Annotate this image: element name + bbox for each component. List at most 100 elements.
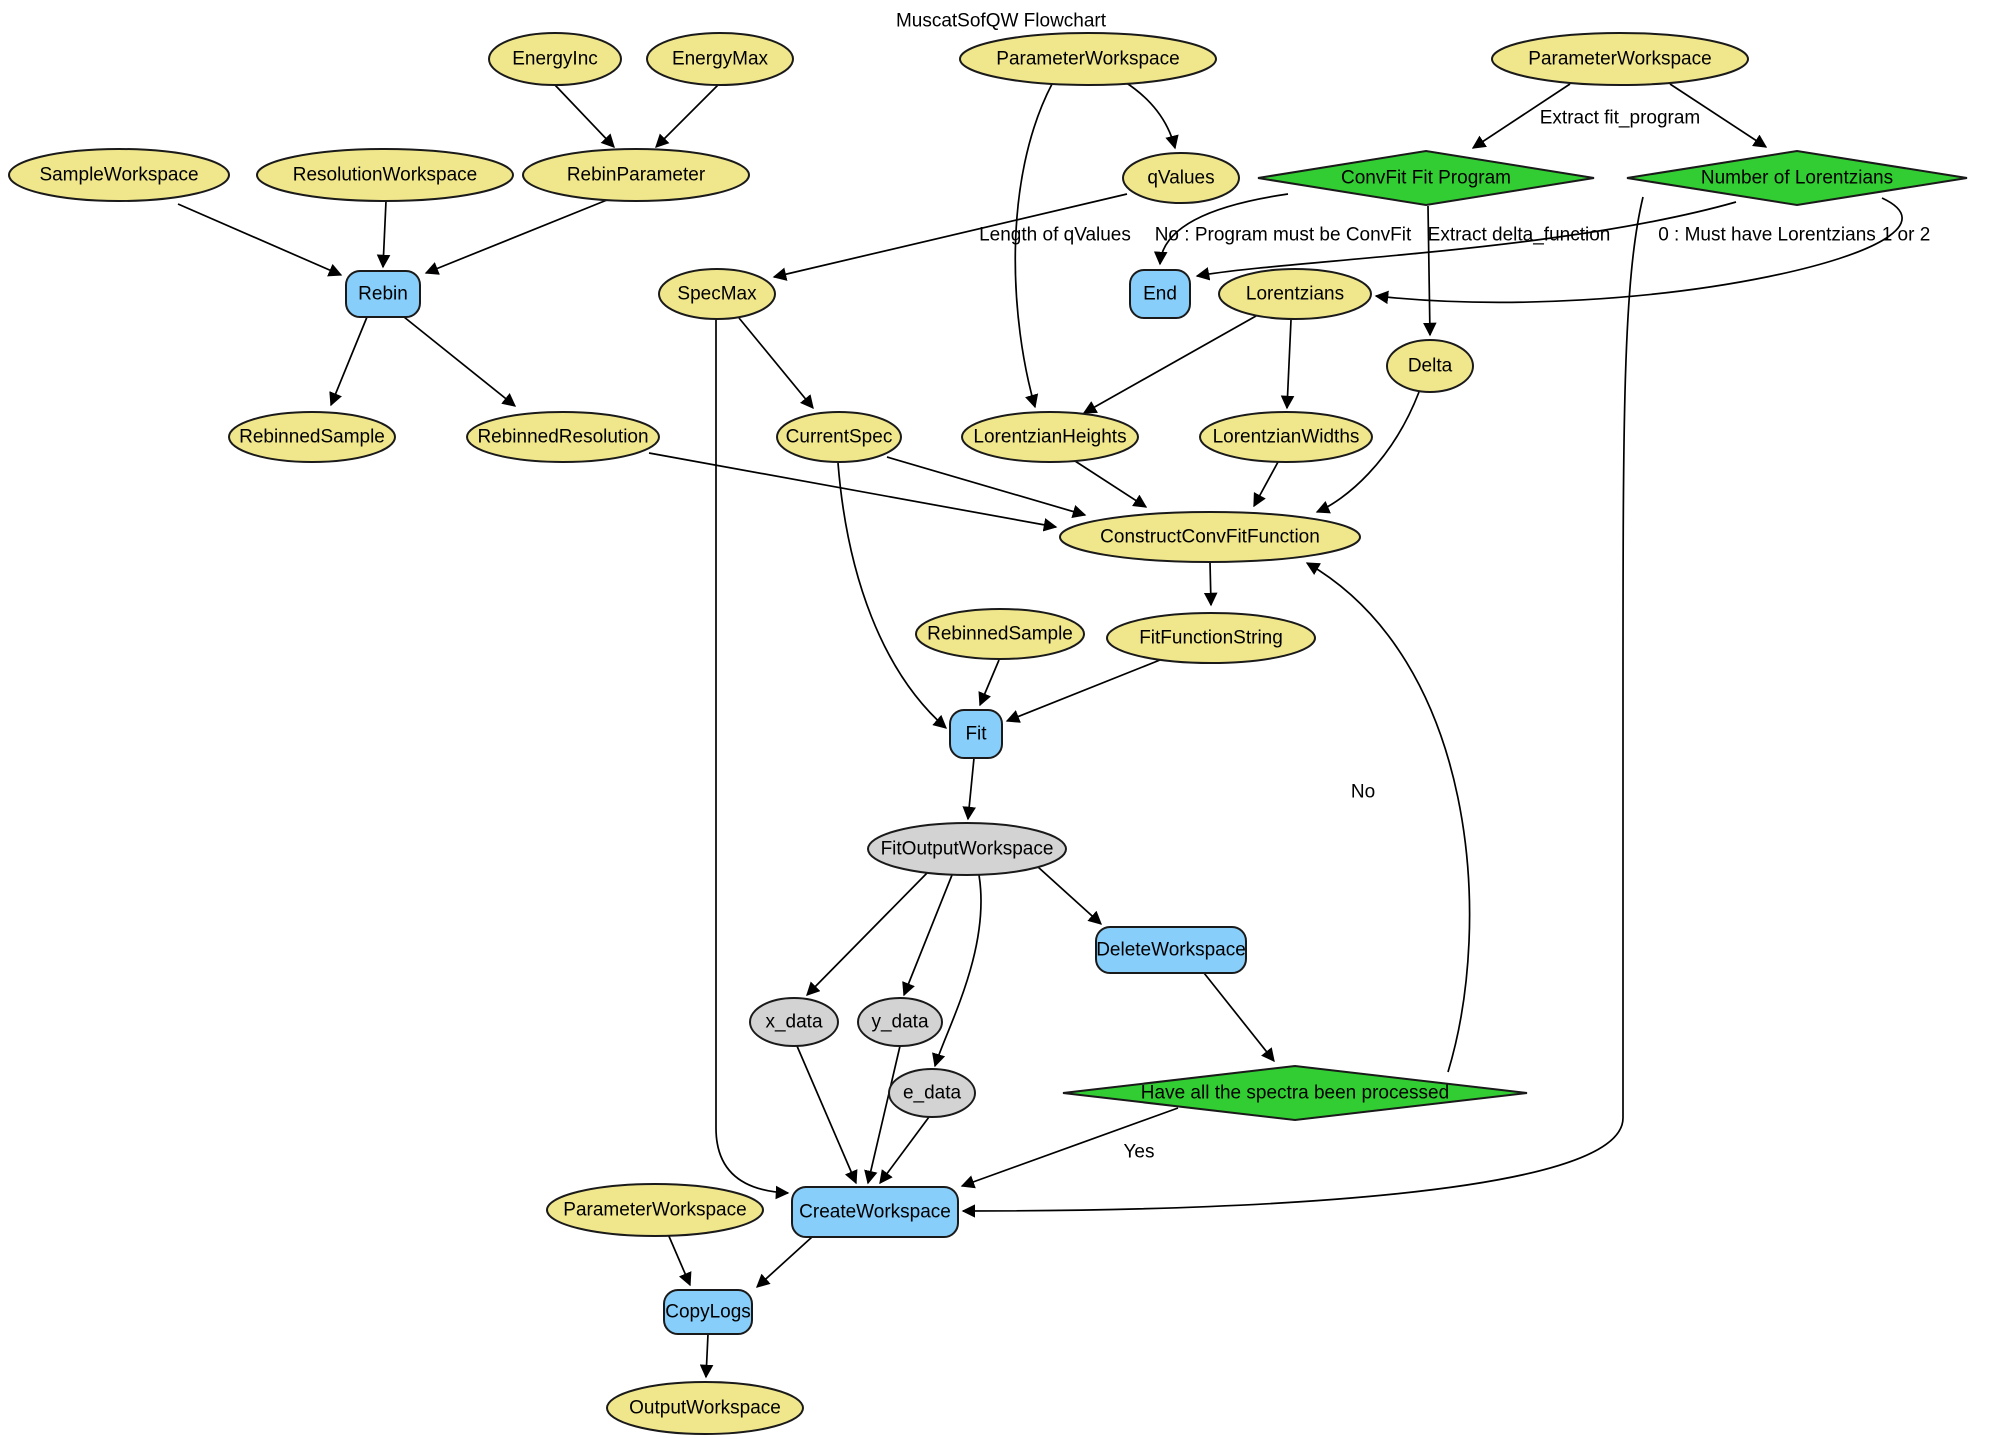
edge-lorentzianheights-constructconvfitfunction [1074,460,1148,508]
node-end: End [1129,269,1191,319]
edge-label-length-of-qvalues: Length of qValues [979,225,1131,246]
node-output-workspace: OutputWorkspace [606,1381,804,1435]
edge-parameterworkspace-copylogs [667,1233,692,1287]
edge-energyinc-rebinparameter [554,84,615,148]
node-label-lorentzian-heights: LorentzianHeights [973,427,1126,448]
node-label-y-data: y_data [871,1012,928,1033]
node-parameter-workspace-top: ParameterWorkspace [959,32,1217,86]
node-label-copy-logs: CopyLogs [665,1302,751,1323]
node-rebinned-resolution: RebinnedResolution [466,411,660,463]
edge-resolutionworkspace-rebin [376,200,391,269]
edge-label-one-or-two: 1 or 2 [1882,225,1931,246]
edge-label-extract-delta-function: Extract delta_function [1428,225,1611,246]
node-delete-workspace: DeleteWorkspace [1095,926,1247,974]
node-label-have-all-spectra: Have all the spectra been processed [1141,1083,1449,1104]
node-label-rebinned-sample-1: RebinnedSample [239,427,385,448]
edge-fitoutputworkspace-deleteworkspace [1037,866,1103,925]
node-rebin: Rebin [345,270,421,318]
node-label-delete-workspace: DeleteWorkspace [1096,940,1246,961]
node-rebin-parameter: RebinParameter [522,148,750,202]
node-label-rebinned-sample-2: RebinnedSample [927,624,1073,645]
node-copy-logs: CopyLogs [663,1289,753,1335]
edge-fitoutputworkspace-ydata [902,874,953,997]
node-current-spec: CurrentSpec [776,411,902,463]
edge-currentspec-constructconvfitfunction [886,456,1087,519]
edge-qvalues-specmax [772,193,1128,281]
node-label-e-data: e_data [903,1083,962,1104]
node-e-data: e_data [888,1068,976,1118]
node-energy-inc: EnergyInc [488,32,622,86]
node-label-energy-inc: EnergyInc [512,49,598,70]
node-label-parameter-workspace-top: ParameterWorkspace [996,49,1179,70]
edge-xdata-createworkspace [796,1045,858,1185]
edge-currentspec-fit [837,462,948,729]
edge-fitoutputworkspace-xdata [806,870,930,996]
edges [177,81,1903,1379]
edge-lorentzians-lorentzianwidths [1280,319,1295,410]
edge-haveallspectra-createworkspace-yes [960,1107,1179,1189]
node-label-rebinned-resolution: RebinnedResolution [477,427,648,448]
edge-label-no: No [1351,782,1375,803]
node-parameter-workspace-bottom: ParameterWorkspace [546,1183,764,1237]
edge-label-zero-must-have-lorentzians: 0 : Must have Lorentzians [1658,225,1876,246]
edge-lorentzians-lorentzianheights [1082,315,1257,414]
node-label-rebin-parameter: RebinParameter [567,165,706,186]
node-label-fit: Fit [965,724,987,745]
node-rebinned-sample-2: RebinnedSample [915,608,1085,660]
node-label-spec-max: SpecMax [677,284,757,305]
edge-specmax-createworkspace [715,320,790,1200]
node-label-x-data: x_data [765,1012,822,1033]
edge-rebinnedsample2-fit [978,659,1000,707]
node-convfit-fit-program: ConvFit Fit Program [1257,149,1595,207]
node-label-energy-max: EnergyMax [672,49,769,70]
edge-numberoflorentzians-end [1195,201,1737,281]
edge-sampleworkspace-rebin [177,203,343,277]
edge-edata-createworkspace [879,1116,930,1185]
diagram-title: MuscatSofQW Flowchart [896,11,1107,32]
edge-deleteworkspace-haveallspectra [1203,972,1275,1063]
edge-rebin-rebinnedsample1 [329,316,368,407]
node-label-delta: Delta [1408,356,1453,377]
node-delta: Delta [1386,339,1474,393]
node-fit-output-workspace: FitOutputWorkspace [867,822,1067,876]
node-label-output-workspace: OutputWorkspace [629,1398,781,1419]
node-label-number-of-lorentzians: Number of Lorentzians [1701,168,1893,189]
edge-copylogs-outputworkspace [699,1333,714,1379]
node-resolution-workspace: ResolutionWorkspace [256,148,514,202]
edge-convfitprogram-delta [1423,205,1437,337]
edge-parameterworkspace-convfitprogram [1471,83,1571,149]
nodes: EnergyInc EnergyMax ParameterWorkspace P… [8,32,1968,1435]
edge-fitfunctionstring-fit [1005,659,1161,723]
node-label-parameter-workspace-bottom: ParameterWorkspace [563,1200,746,1221]
node-label-rebin: Rebin [358,284,408,305]
node-energy-max: EnergyMax [646,32,794,86]
edge-createworkspace-copylogs [755,1236,813,1288]
node-label-resolution-workspace: ResolutionWorkspace [293,165,477,186]
edge-label-yes: Yes [1124,1142,1155,1163]
edge-energymax-rebinparameter [655,84,719,148]
node-label-end: End [1143,284,1177,305]
node-label-fit-function-string: FitFunctionString [1139,628,1283,649]
node-construct-convfit-function: ConstructConvFitFunction [1059,511,1361,563]
node-label-construct-convfit-function: ConstructConvFitFunction [1100,527,1320,548]
node-label-convfit-fit-program: ConvFit Fit Program [1341,168,1511,189]
node-lorentzians: Lorentzians [1218,268,1372,320]
node-label-parameter-workspace-right: ParameterWorkspace [1528,49,1711,70]
node-lorentzian-widths: LorentzianWidths [1199,411,1373,463]
edge-label-extract-fit-program: Extract fit_program [1540,108,1701,129]
edge-labels: Length of qValues No : Program must be C… [979,108,1930,1163]
edge-fit-fitoutputworkspace [962,757,976,821]
edge-parameterworkspace-numberoflorentzians [1669,83,1768,148]
edge-parameterworkspace-lorentzianheights [1014,83,1053,409]
edge-constructconvfitfunction-fitfunctionstring [1203,561,1218,607]
node-label-sample-workspace: SampleWorkspace [39,165,198,186]
edge-ydata-createworkspace [864,1045,901,1185]
edge-specmax-currentspec [738,317,814,410]
node-y-data: y_data [857,997,943,1047]
edge-numberoflorentzians-lorentzians [1374,197,1903,305]
edge-parameterworkspace-qvalues [1124,81,1179,150]
node-have-all-spectra: Have all the spectra been processed [1062,1064,1528,1122]
edge-rebinnedresolution-constructconvfitfunction [648,452,1058,532]
edge-lorentzianwidths-constructconvfitfunction [1253,461,1279,508]
